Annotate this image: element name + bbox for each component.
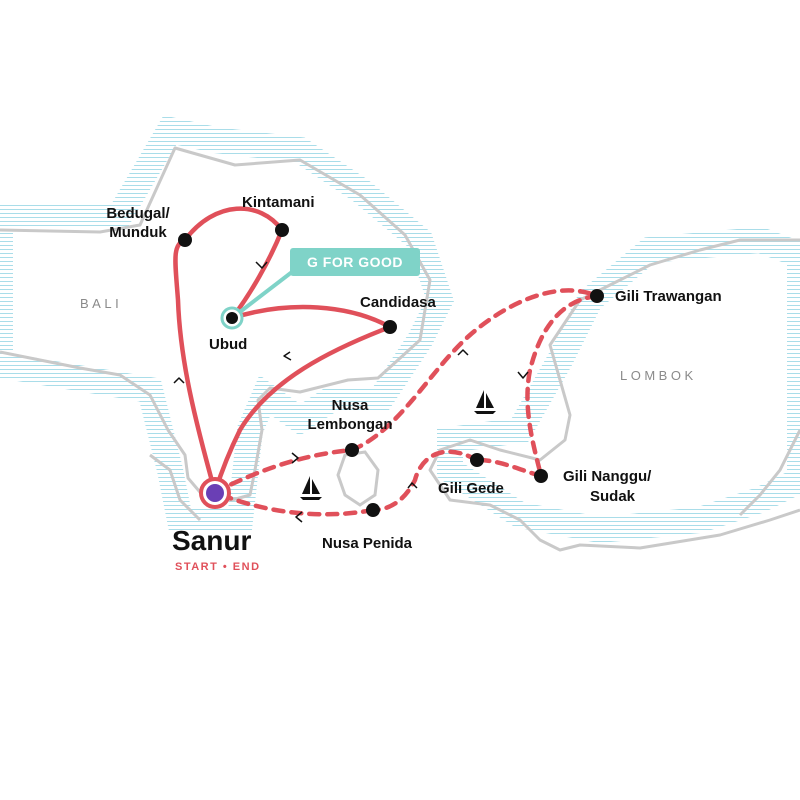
stop-markers <box>178 223 604 517</box>
marker-gili-trawangan <box>590 289 604 303</box>
route-bedugal-kintamani <box>182 206 285 243</box>
route-nanggu-gilgede <box>474 457 544 479</box>
lombok-south-coast <box>738 429 800 517</box>
lombok-coastline <box>428 238 800 552</box>
label-gili-trawangan: Gili Trawangan <box>615 288 722 305</box>
marker-bedugal <box>178 233 192 247</box>
label-kintamani: Kintamani <box>242 194 315 211</box>
marker-kintamani <box>275 223 289 237</box>
route-candidasa-sanur <box>212 324 393 495</box>
direction-chevrons <box>173 261 529 523</box>
label-ubud: Ubud <box>209 336 247 353</box>
marker-sanur-start <box>199 477 231 509</box>
label-gili-nanggu-2: Sudak <box>590 488 636 505</box>
land-routes <box>173 206 393 495</box>
label-gili-nanggu-1: Gili Nanggu/ <box>563 468 652 485</box>
label-lembongan-1: Nusa <box>332 397 369 414</box>
marker-lembongan <box>345 443 359 457</box>
start-location-subtitle: START • END <box>175 561 261 573</box>
route-gilgede-penida <box>370 449 480 513</box>
bali-south-coast <box>149 453 202 522</box>
bali-coastline <box>0 146 432 502</box>
g-for-good-badge[interactable]: G FOR GOOD <box>290 248 420 276</box>
label-nusa-penida: Nusa Penida <box>322 535 413 552</box>
label-candidasa: Candidasa <box>360 294 437 311</box>
route-lembongan-trawangan <box>349 288 600 453</box>
start-location-title: Sanur <box>172 525 251 556</box>
nusa-islands-coast <box>336 450 380 507</box>
marker-candidasa <box>383 320 397 334</box>
region-label-bali: BALI <box>80 296 122 311</box>
water-hatching <box>0 115 800 544</box>
marker-ubud <box>220 306 244 330</box>
route-sanur-lembongan <box>212 447 355 495</box>
label-bedugal-1: Bedugal/ <box>106 205 170 222</box>
label-lembongan-2: Lembongan <box>308 416 393 433</box>
marker-gili-nanggu <box>534 469 548 483</box>
label-bedugal-2: Munduk <box>109 224 167 241</box>
marker-penida <box>366 503 380 517</box>
g-for-good-label: G FOR GOOD <box>307 254 403 270</box>
sea-routes <box>212 288 600 517</box>
route-trawangan-nanggu <box>525 293 600 479</box>
sailboat-icon <box>474 390 496 414</box>
route-ubud-candidasa <box>229 304 393 330</box>
route-kintamani-ubud <box>229 227 285 321</box>
route-sanur-bedugal <box>173 237 218 495</box>
sailboat-icon <box>300 476 322 500</box>
region-label-lombok: LOMBOK <box>620 368 697 383</box>
marker-gili-gede <box>470 453 484 467</box>
label-gili-gede: Gili Gede <box>438 480 504 497</box>
route-penida-sanur <box>212 489 376 517</box>
